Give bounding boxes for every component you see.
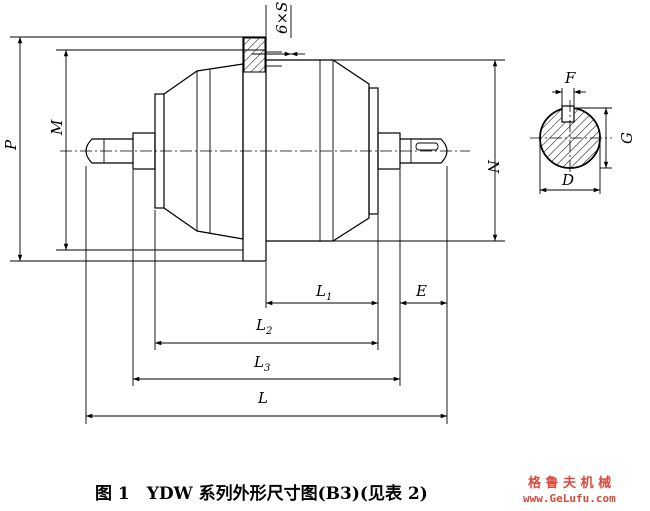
bolt-hole-callout: 6×S	[252, 2, 305, 57]
dim-M-label: M	[48, 119, 66, 136]
dim-N-label: N	[484, 159, 502, 174]
shaft-section-view: F G D	[530, 69, 636, 194]
watermark-url: www.GeLufu.com	[523, 492, 616, 505]
site-watermark: 格 鲁 夫 机 械 www.GeLufu.com	[523, 475, 616, 505]
dim-L3-label: L3	[253, 353, 270, 374]
left-housing	[163, 63, 244, 240]
dim-6xS-label: 6×S	[273, 2, 291, 34]
left-dimensions: P M	[2, 36, 243, 262]
dim-P-label: P	[2, 139, 20, 151]
dim-D-label: D	[561, 171, 574, 189]
figure-caption: 图 1 YDW 系列外形尺寸图(B3)(见表 2)	[95, 483, 428, 504]
motor-side-view	[60, 36, 470, 262]
dim-E-label: E	[415, 282, 427, 300]
dim-L1-label: L1	[315, 282, 332, 303]
right-shaft	[377, 132, 448, 170]
watermark-brand: 格 鲁 夫 机 械	[528, 475, 611, 491]
flange	[242, 36, 282, 262]
left-end-frame	[154, 93, 165, 209]
dim-L2-label: L2	[255, 316, 272, 337]
dim-F-label: F	[564, 69, 576, 87]
right-dimensions: N	[282, 59, 505, 242]
dim-L-label: L	[257, 389, 268, 407]
dim-G-label: G	[618, 132, 636, 144]
right-housing	[266, 59, 370, 242]
bottom-dimensions: L1 E L2 L3 L	[85, 166, 448, 424]
